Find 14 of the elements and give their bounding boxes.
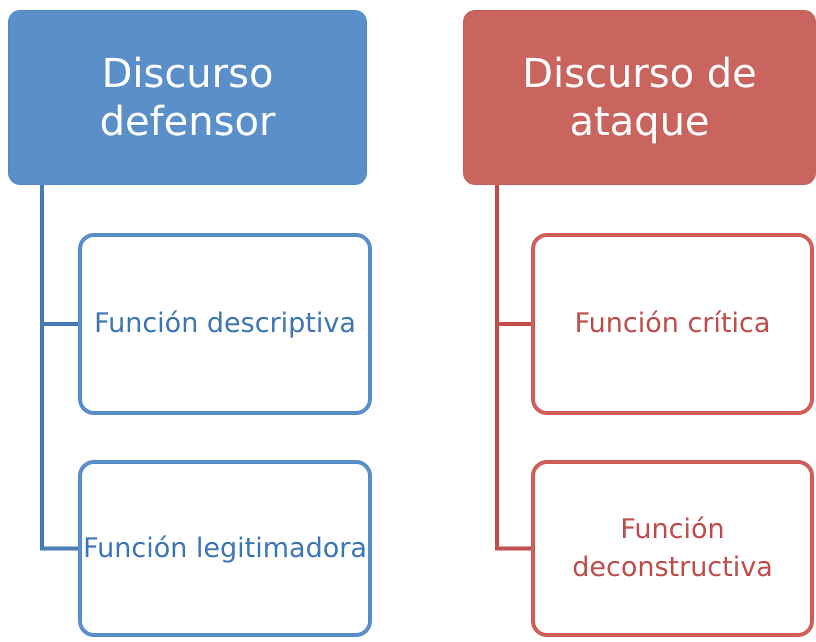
connector-line [40,185,78,550]
function-box [531,233,814,415]
function-box [78,233,372,415]
heading-box [8,10,367,185]
connector-line [495,185,531,550]
function-box [531,460,814,637]
function-label: Función legitimadora [83,532,367,566]
function-box [78,460,372,637]
function-label: Función deconstructiva [571,512,774,584]
heading-box [463,10,816,185]
heading-text: Discurso de ataque [521,50,758,146]
heading-text: Discurso defensor [98,50,276,146]
function-label: Función crítica [574,307,770,342]
function-label: Función descriptiva [94,307,356,342]
